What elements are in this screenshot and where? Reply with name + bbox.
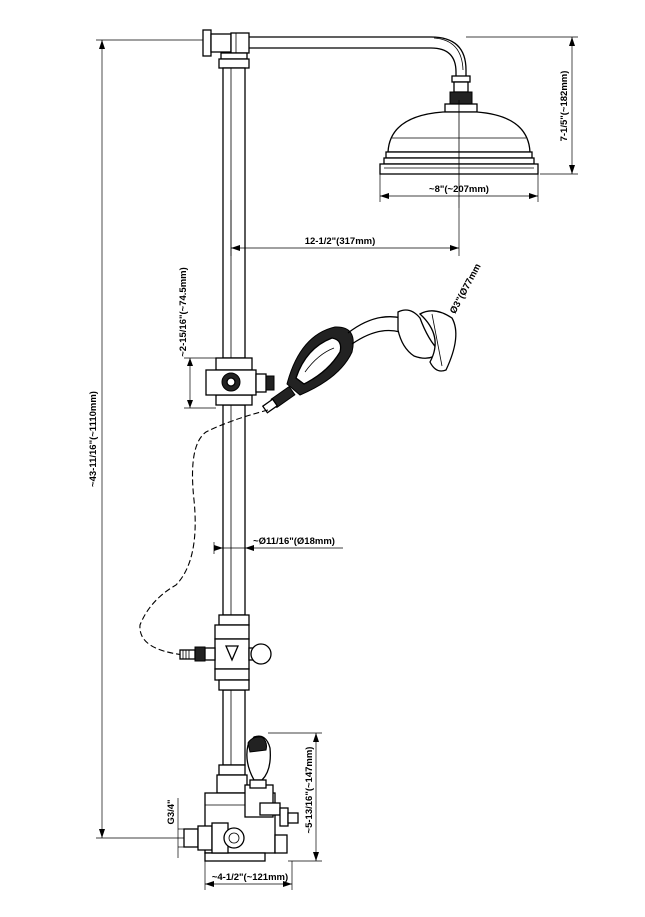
dimension-head-diameter: ~8"(~207mm): [379, 174, 539, 202]
valve-height-label: ~5-13/16"(~147mm): [304, 747, 315, 834]
shower-hose: [139, 409, 269, 656]
hand-shower-holder: [205, 357, 275, 406]
valve-width-label: ~4-1/2"(~121mm): [212, 872, 288, 883]
dimension-valve-width: ~4-1/2"(~121mm): [204, 861, 293, 890]
rain-shower-head: [379, 100, 539, 208]
dimension-holder-height: ~2-15/16"(~74.5mm): [178, 267, 216, 409]
dimension-rail-diameter: ~Ø11/16"(Ø18mm): [213, 536, 343, 554]
mixer-lever-handle: [246, 735, 271, 789]
head-height-label: 7-1/5"(~182mm): [559, 71, 570, 142]
head-diameter-label: ~8"(~207mm): [429, 184, 489, 195]
dimension-arm-reach: 12-1/2"(317mm): [230, 200, 460, 256]
arm-reach-label: 12-1/2"(317mm): [305, 236, 376, 247]
dimension-head-height: 7-1/5"(~182mm): [466, 36, 578, 175]
top-wall-bracket: [202, 29, 250, 69]
dimension-valve-height: ~5-13/16"(~147mm): [268, 732, 322, 862]
hose-outlet: [179, 646, 216, 662]
handshower-diameter-label: Ø3"(Ø77mm: [448, 262, 484, 316]
holder-height-label: ~2-15/16"(~74.5mm): [178, 267, 189, 357]
inlet-elbow: [183, 822, 245, 854]
dimension-inlet-thread: G3/4": [166, 798, 184, 858]
total-height-label: ~43-11/16"(~1110mm): [88, 391, 99, 487]
hand-shower: [261, 309, 457, 414]
diverter-body: [214, 614, 250, 691]
inlet-thread-label: G3/4": [166, 799, 177, 824]
shower-head-connector: [444, 75, 478, 113]
overhead-shower-arm: [249, 36, 467, 76]
dimension-total-height: ~43-11/16"(~1110mm): [88, 39, 203, 839]
rail-diameter-label: ~Ø11/16"(Ø18mm): [253, 536, 335, 547]
diverter-knob: [248, 643, 272, 665]
vertical-rail: [222, 67, 246, 766]
